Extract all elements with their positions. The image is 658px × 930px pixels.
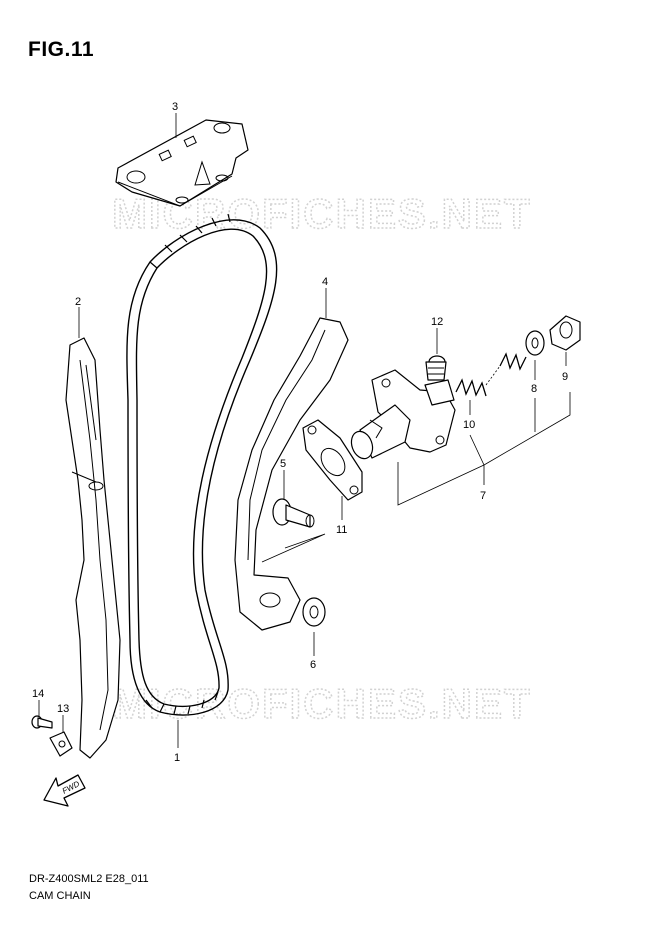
callout-10: 10 [463,419,475,431]
callout-4: 4 [322,276,328,288]
part-14-screw [31,715,53,729]
diagram-code: DR-Z400SML2 E28_011 [29,873,149,885]
callout-13: 13 [57,703,69,715]
part-3-upper-chain-guide [115,119,249,207]
figure-title: FIG.11 [28,38,95,61]
part-8-washer [525,330,545,356]
part-2-chain-guide [65,337,121,759]
watermark-bottom: MICROFICHES.NET [112,680,532,727]
part-9-cap-bolt [549,315,581,351]
part-10-springs [455,352,527,397]
part-5-bolt [272,498,315,528]
part-13-clip [49,731,73,757]
callout-11: 11 [336,524,347,536]
part-12-bolt [425,355,447,381]
callout-6: 6 [310,659,316,671]
part-6-washer [302,597,326,627]
callout-3: 3 [172,101,178,113]
callout-1: 1 [174,752,180,764]
callout-2: 2 [75,296,81,308]
diagram-name: CAM CHAIN [29,890,91,902]
callout-7: 7 [480,490,486,502]
part-4-tensioner-guide [234,317,349,631]
callout-14: 14 [32,688,44,700]
callout-9: 9 [562,371,568,383]
part-11-gasket [302,419,363,501]
callout-5: 5 [280,458,286,470]
forward-direction-arrow: FWD [43,774,86,807]
leader-lines [38,113,571,748]
callout-12: 12 [431,316,443,328]
callout-8: 8 [531,383,537,395]
part-1-cam-chain [126,213,278,716]
part-7-tensioner-assembly [350,369,456,460]
